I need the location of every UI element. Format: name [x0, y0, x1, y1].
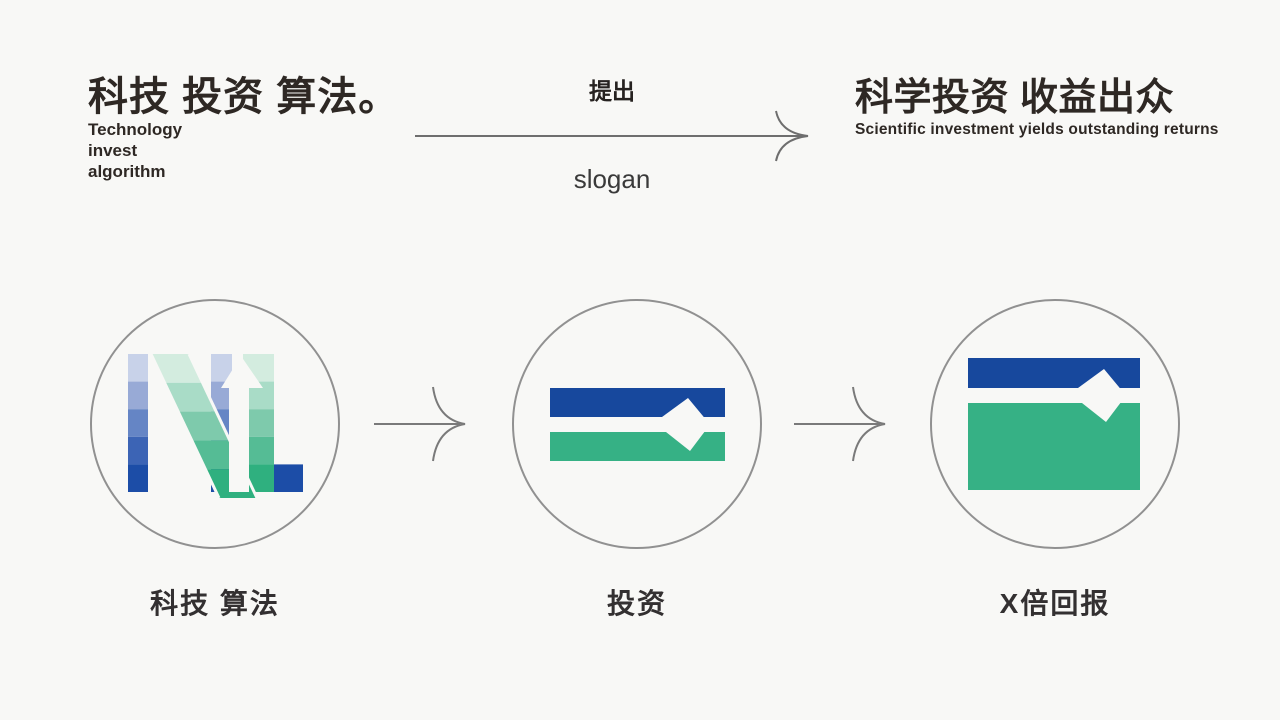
right-subtitle: Scientific investment yields outstanding… — [855, 121, 1219, 138]
stage-circle-returns — [930, 299, 1180, 549]
left-subtitle-line-2: invest — [88, 141, 138, 160]
stage-circle-technology — [90, 299, 340, 549]
stage-label-x-returns: X倍回报 — [999, 588, 1111, 619]
center-arrow-block: 提出 slogan — [413, 72, 811, 195]
stage-circle-investment — [512, 299, 762, 549]
long-right-arrow-icon — [415, 110, 809, 162]
left-subtitle-line-1: Technology — [88, 120, 183, 139]
left-subtitle: Technology invest algorithm — [88, 119, 182, 182]
stage-label-investment: 投资 — [606, 588, 667, 619]
left-subtitle-line-3: algorithm — [88, 162, 166, 181]
arrow-bottom-label: slogan — [573, 164, 651, 194]
flow-arrow-icon — [374, 386, 466, 462]
growth-bars-arrow-icon — [968, 358, 1140, 490]
green-block — [968, 403, 1140, 490]
up-arrow-icon — [221, 356, 263, 492]
n-left-bar — [128, 354, 148, 492]
flow-arrow-icon — [794, 386, 886, 462]
left-title: 科技 投资 算法。 — [88, 75, 400, 119]
right-arrow-icon — [662, 398, 710, 451]
right-title: 科学投资 收益出众 — [855, 77, 1175, 119]
nl-gradient-logo-icon — [128, 353, 303, 499]
dual-bars-arrow-icon — [550, 388, 725, 461]
stage-label-technology-algorithm: 科技 算法 — [150, 588, 280, 619]
arrow-top-label: 提出 — [589, 78, 635, 104]
right-arrow-icon — [1078, 369, 1126, 422]
l-foot — [274, 464, 303, 492]
